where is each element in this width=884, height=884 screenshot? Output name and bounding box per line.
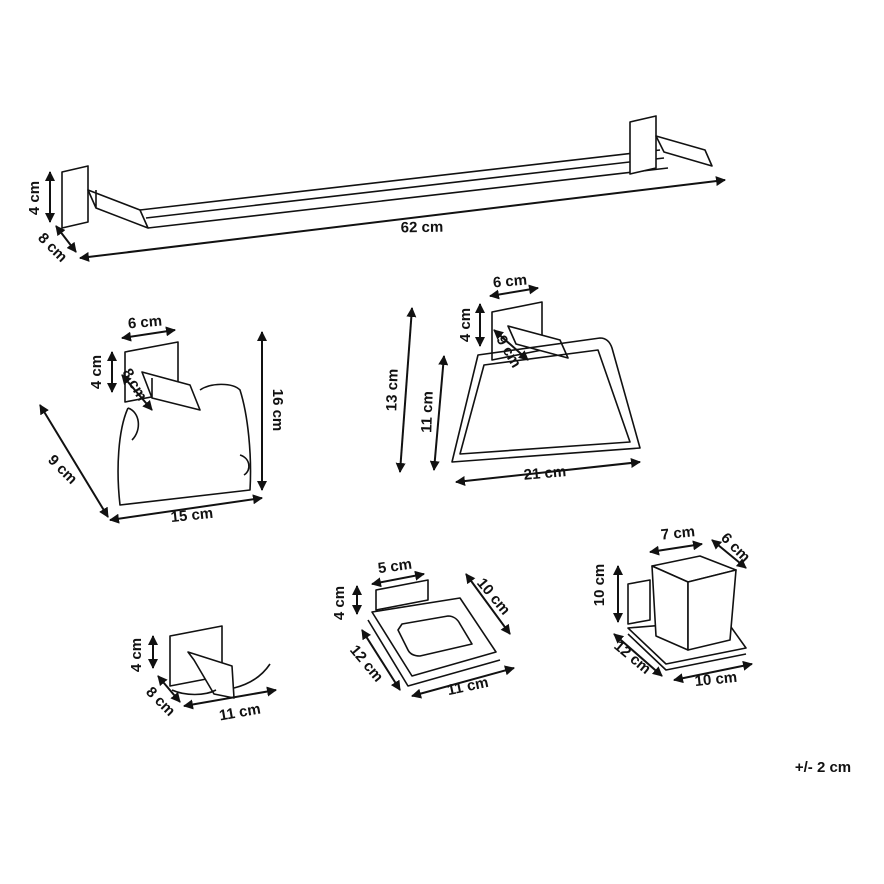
tumbler-holder-drawing bbox=[627, 555, 747, 671]
towel-ring-mount-width-label: 6 cm bbox=[492, 272, 528, 292]
paper-holder-top-width-label: 6 cm bbox=[127, 313, 163, 333]
tumbler-base-width-label: 10 cm bbox=[694, 669, 738, 690]
towel-bar-height-label: 4 cm bbox=[26, 181, 43, 215]
towel-bar-length-label: 62 cm bbox=[401, 219, 444, 237]
towel-ring-ring-height-label: 11 cm bbox=[418, 391, 436, 433]
paper-holder-dimensions: 6 cm 4 cm 8 cm 16 cm 9 cm 15 cm bbox=[39, 313, 286, 526]
towel-ring-dimensions: 6 cm 4 cm 9 cm 13 cm 11 cm 21 cm bbox=[383, 272, 641, 486]
robe-hook-depth-label: 8 cm bbox=[142, 684, 178, 720]
tumbler-width-label: 7 cm bbox=[660, 523, 696, 543]
towel-bar-drawing bbox=[61, 115, 713, 229]
paper-holder-drawing bbox=[117, 341, 252, 506]
robe-hook-height-label: 4 cm bbox=[128, 638, 145, 672]
paper-holder-width-label: 15 cm bbox=[170, 505, 214, 526]
towel-ring-width-label: 21 cm bbox=[523, 463, 567, 484]
paper-holder-mount-height-label: 4 cm bbox=[88, 355, 105, 389]
robe-hook-drawing bbox=[169, 625, 271, 699]
soap-dish-mount-width-label: 5 cm bbox=[377, 556, 413, 578]
paper-holder-height-label: 16 cm bbox=[269, 389, 286, 432]
paper-holder-depth-label: 9 cm bbox=[44, 452, 80, 488]
towel-bar-depth-label: 8 cm bbox=[34, 230, 70, 266]
towel-ring-mount-height-label: 4 cm bbox=[457, 308, 474, 342]
tumbler-height-label: 10 cm bbox=[591, 564, 608, 607]
tolerance-note: +/- 2 cm bbox=[795, 759, 851, 776]
soap-dish-width-label: 11 cm bbox=[446, 674, 490, 699]
soap-dish-side-depth-label: 12 cm bbox=[346, 642, 386, 686]
soap-dish-mount-height-label: 4 cm bbox=[331, 586, 348, 620]
robe-hook-width-label: 11 cm bbox=[218, 700, 262, 724]
towel-ring-total-height-label: 13 cm bbox=[383, 368, 401, 411]
